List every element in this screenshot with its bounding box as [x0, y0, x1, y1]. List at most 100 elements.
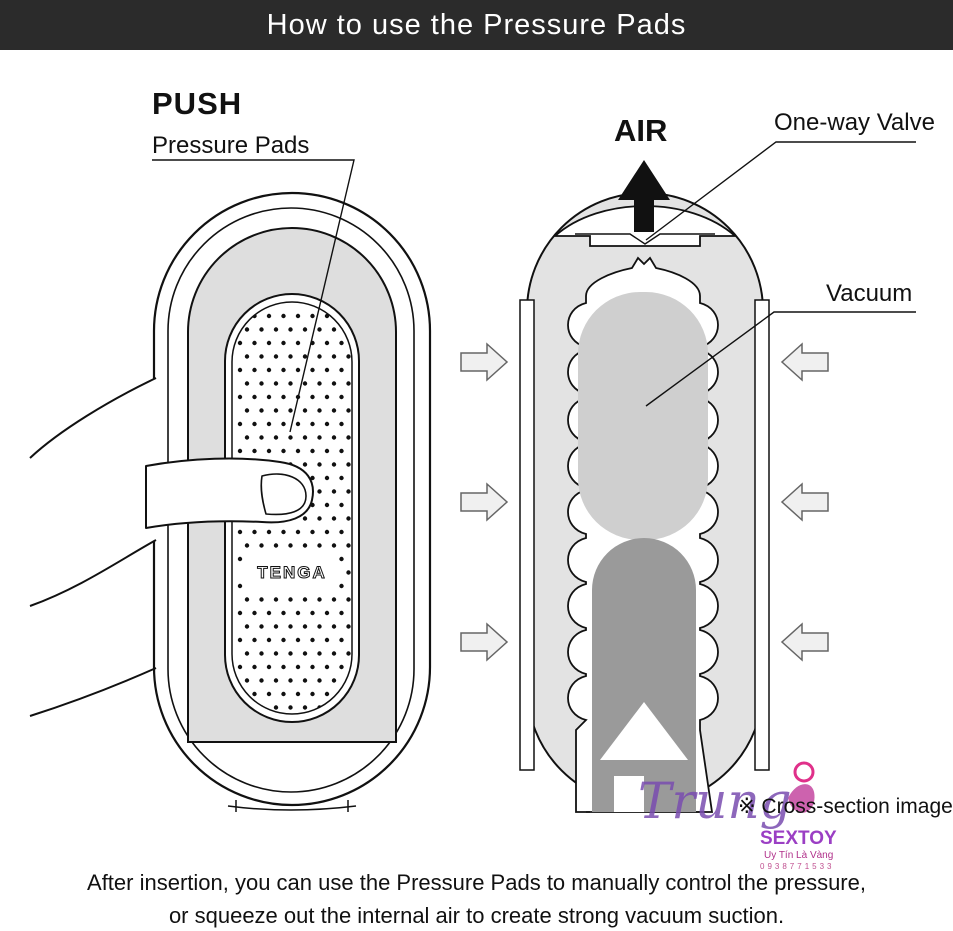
pad-dot — [259, 327, 264, 332]
pad-dot — [273, 543, 279, 548]
pad-dot — [273, 678, 279, 683]
watermark-logo-icon — [788, 761, 815, 813]
pad-dot — [324, 529, 330, 535]
pad-dot — [252, 394, 257, 400]
pad-dot — [346, 516, 351, 521]
pad-dot — [244, 381, 250, 386]
pad-dot — [259, 597, 264, 602]
pad-dot — [331, 354, 337, 359]
pad-dot — [302, 651, 308, 656]
pad-dot — [346, 354, 351, 359]
pad-dot — [273, 381, 279, 386]
pad-dot — [310, 664, 315, 670]
pad-dot — [252, 421, 257, 427]
pad-dot — [259, 408, 264, 413]
pad-dot — [259, 543, 264, 548]
pad-dot — [302, 543, 308, 548]
pad-dot — [244, 543, 250, 548]
pad-dot — [331, 435, 337, 440]
pad-dot — [288, 651, 293, 656]
pad-dot — [281, 691, 286, 697]
pad-dot — [295, 529, 301, 535]
caption-line-1: After insertion, you can use the Pressur… — [87, 870, 866, 895]
pad-dot — [288, 597, 293, 602]
caption-line-2: or squeeze out the internal air to creat… — [168, 903, 785, 928]
pad-dot — [339, 394, 344, 400]
pad-dot — [273, 354, 279, 359]
pad-dot — [252, 664, 257, 670]
pad-dot — [259, 624, 264, 629]
pad-dot — [281, 529, 286, 535]
pad-dot — [302, 516, 308, 521]
pad-dot — [317, 624, 322, 629]
pad-dot — [302, 678, 308, 683]
arrow-up-icon — [618, 160, 670, 232]
pad-dot — [317, 543, 322, 548]
pad-dot — [310, 394, 315, 400]
cross-section-note: ※ Cross-section image — [738, 795, 953, 818]
pad-dot — [317, 678, 322, 683]
pad-dot — [266, 610, 272, 616]
air-label: AIR — [614, 113, 668, 148]
right-pressure-wall — [754, 299, 770, 771]
pad-dot — [310, 691, 315, 697]
pad-dot — [266, 691, 272, 697]
device-brand-logo: TENGA — [257, 563, 327, 582]
arrow-right-icon — [460, 342, 509, 382]
pad-dot — [288, 543, 293, 548]
pad-dot — [317, 462, 322, 467]
pad-dot — [331, 462, 337, 467]
pad-dot — [295, 421, 301, 427]
pad-dot — [346, 489, 351, 494]
pad-dot — [266, 421, 272, 427]
pad-dot — [310, 529, 315, 535]
arrow-left-icon — [780, 482, 829, 522]
pad-dot — [302, 462, 308, 467]
pad-dot — [331, 624, 337, 629]
pad-dot — [266, 637, 272, 643]
pad-dot — [288, 381, 293, 386]
pad-dot — [281, 448, 286, 454]
pad-dot — [237, 556, 243, 562]
arrow-right-icon — [460, 482, 509, 522]
pad-dot — [244, 408, 250, 413]
pad-dot — [317, 381, 322, 386]
pad-dot — [281, 394, 286, 400]
pad-dot — [237, 340, 243, 346]
pad-dot — [244, 678, 250, 683]
pad-dot — [266, 448, 272, 454]
pad-dot — [331, 381, 337, 386]
pad-dot — [237, 610, 243, 616]
pad-dot — [339, 475, 344, 481]
pad-dot — [273, 435, 279, 440]
pad-dot — [237, 394, 243, 400]
pad-dot — [331, 597, 337, 602]
pad-dot — [324, 664, 330, 670]
cross-section-view — [519, 160, 770, 813]
pad-dot — [281, 664, 286, 670]
pad-dot — [324, 691, 330, 697]
pad-dot — [273, 624, 279, 629]
pad-dot — [266, 394, 272, 400]
pad-dot — [339, 664, 344, 670]
pad-dot — [302, 705, 308, 710]
pad-dot — [273, 327, 279, 332]
pad-dot — [252, 610, 257, 616]
arrow-left-icon — [780, 342, 829, 382]
pad-dot — [259, 651, 264, 656]
pad-dot — [339, 637, 344, 643]
pad-dot — [281, 637, 286, 643]
vacuum-leader — [645, 311, 916, 407]
pad-dot — [273, 408, 279, 413]
pad-dot — [339, 502, 344, 508]
pad-dot — [339, 610, 344, 616]
pad-dot — [259, 435, 264, 440]
pad-dot — [295, 313, 301, 319]
pad-dot — [302, 597, 308, 602]
pad-dot — [346, 381, 351, 386]
watermark-tagline: Uy Tín Là Vàng — [764, 850, 834, 861]
pressure-arrows — [460, 342, 829, 662]
pad-dot — [244, 597, 250, 602]
pad-dot — [295, 637, 301, 643]
pad-dot — [244, 354, 250, 359]
